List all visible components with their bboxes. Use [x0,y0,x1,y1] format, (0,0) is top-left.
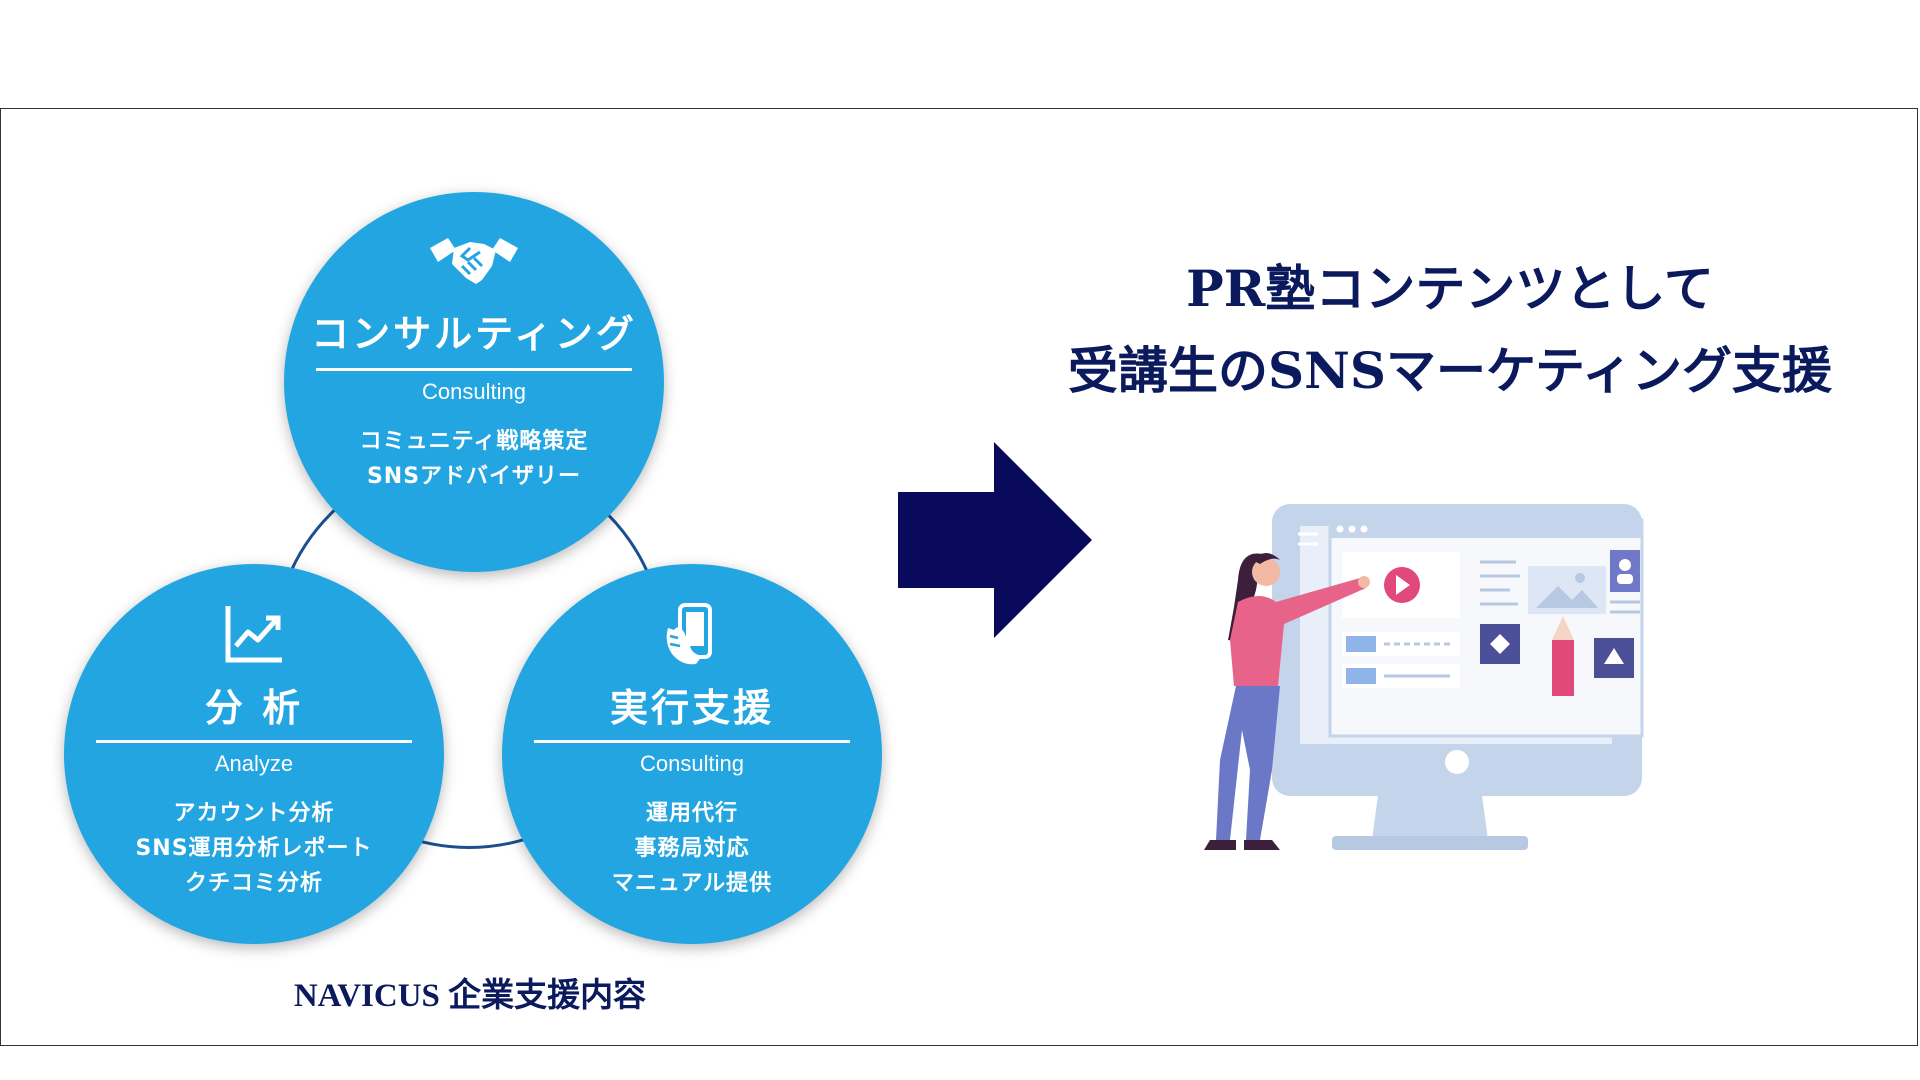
circle-title: 分 析 [204,686,304,730]
circle-title: コンサルティング [311,312,637,356]
circle-subtitle: Consulting [422,379,526,404]
circle-item: SNSアドバイザリー [366,464,582,489]
headline-line-1: PR塾コンテンツとして [1186,259,1714,318]
circle-item: SNS運用分析レポート [135,836,373,861]
handshake-icon [426,232,522,296]
title-divider [96,740,412,743]
woman-presenting-monitor-illustration [1180,490,1700,874]
smartphone-hand-icon [662,602,722,672]
circle-analyze: 分 析 Analyze アカウント分析 SNS運用分析レポート クチコミ分析 [64,564,444,944]
circle-subtitle: Analyze [214,751,294,776]
circle-items: 運用代行 事務局対応 マニュアル提供 [502,796,882,901]
right-arrow-icon [898,442,1094,642]
chart-line-icon [222,602,286,670]
circle-item: マニュアル提供 [611,871,773,896]
circle-items: アカウント分析 SNS運用分析レポート クチコミ分析 [64,796,444,901]
title-divider [316,368,632,371]
diagram-caption: NAVICUS 企業支援内容 [293,978,647,1014]
headline-line-2: 受講生のSNSマーケティング支援 [1068,341,1832,400]
title-divider [534,740,850,743]
circle-subtitle: Consulting [640,751,744,776]
circle-title: 実行支援 [609,686,774,730]
circle-execution: 実行支援 Consulting 運用代行 事務局対応 マニュアル提供 [502,564,882,944]
circle-item: 事務局対応 [634,836,750,861]
circle-consulting: コンサルティング Consulting コミュニティ戦略策定 SNSアドバイザリ… [284,192,664,572]
headline: PR塾コンテンツとして 受講生のSNSマーケティング支援 [960,248,1920,412]
circle-item: コミュニティ戦略策定 [359,429,589,454]
circle-items: コミュニティ戦略策定 SNSアドバイザリー [284,424,664,494]
circle-item: アカウント分析 [173,801,335,826]
circle-item: クチコミ分析 [184,871,323,896]
circle-item: 運用代行 [645,801,738,826]
